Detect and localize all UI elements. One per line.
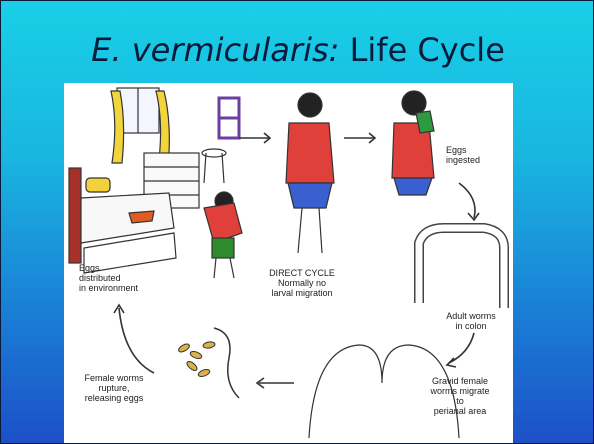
adult-worms-line-2: in colon — [436, 321, 506, 331]
gravid-female-line-2: worms migrate — [420, 386, 500, 396]
female-rupture-line-2: rupture, — [69, 383, 159, 393]
gravid-female-line-3: to — [420, 396, 500, 406]
eggs-distributed-line-3: in environment — [79, 283, 138, 293]
eggs-ingested-line-2: ingested — [446, 155, 480, 165]
gravid-female-label: Gravid female worms migrate to perianal … — [420, 376, 500, 416]
direct-cycle-line-2: Normally no — [262, 278, 342, 288]
eggs-distributed-line-2: distributed — [79, 273, 138, 283]
life-cycle-figure: DIRECT CYCLE Normally no larval migratio… — [64, 83, 513, 443]
adult-worms-line-1: Adult worms — [436, 311, 506, 321]
direct-cycle-label: DIRECT CYCLE Normally no larval migratio… — [262, 268, 342, 298]
eggs-distributed-label: Eggs distributed in environment — [79, 263, 138, 293]
direct-cycle-line-1: DIRECT CYCLE — [262, 268, 342, 278]
title-rest: Life Cycle — [350, 31, 505, 69]
bedroom-scene — [69, 88, 242, 278]
title-species: E. vermicularis: — [91, 31, 339, 69]
egg-cluster — [177, 328, 239, 398]
eggs-ingested-label: Eggs ingested — [446, 145, 480, 165]
gravid-female-line-1: Gravid female — [420, 376, 500, 386]
female-rupture-label: Female worms rupture, releasing eggs — [69, 373, 159, 403]
child-scratching — [286, 93, 334, 253]
child-eating — [392, 91, 434, 195]
female-rupture-line-3: releasing eggs — [69, 393, 159, 403]
eggs-ingested-line-1: Eggs — [446, 145, 480, 155]
colon — [419, 228, 504, 308]
eggs-distributed-line-1: Eggs — [79, 263, 138, 273]
female-rupture-line-1: Female worms — [69, 373, 159, 383]
slide-title: E. vermicularis: Life Cycle — [1, 31, 594, 69]
direct-cycle-line-3: larval migration — [262, 288, 342, 298]
gravid-female-line-4: perianal area — [420, 406, 500, 416]
adult-worms-label: Adult worms in colon — [436, 311, 506, 331]
